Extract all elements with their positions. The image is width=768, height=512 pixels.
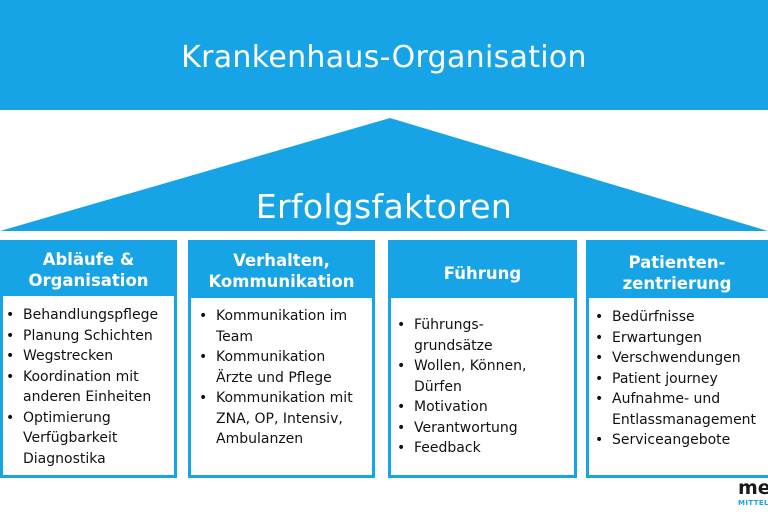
list-item: Feedback	[397, 438, 574, 459]
pillar-title: Verhalten, Kommunikation	[208, 251, 355, 291]
pillar-list: Behandlungspflege Planung Schichten Wegs…	[3, 296, 174, 469]
pillar-list: Kommunikation im Team Kommunikation Ärzt…	[191, 298, 372, 450]
list-item: Serviceangebote	[595, 430, 768, 451]
list-item: Erwartungen	[595, 328, 768, 349]
list-item: Behandlungspflege	[6, 305, 174, 326]
list-item: Wegstrecken	[6, 346, 174, 367]
list-item: Planung Schichten	[6, 326, 174, 347]
list-item: Optimierung Verfügbarkeit Diagnostika	[6, 408, 174, 470]
pillar-body: Kommunikation im Team Kommunikation Ärzt…	[191, 298, 372, 475]
list-item: Führungs- grundsätze	[397, 315, 574, 356]
list-item: Kommunikation Ärzte und Pflege	[199, 347, 372, 388]
list-item: Bedürfnisse	[595, 307, 768, 328]
list-item: Patient journey	[595, 369, 768, 390]
pillar-fuehrung: Führung Führungs- grundsätze Wollen, Kön…	[388, 240, 577, 478]
list-item: Wollen, Können, Dürfen	[397, 356, 574, 397]
list-item: Verantwortung	[397, 418, 574, 439]
pillar-ablaeufe-organisation: Abläufe & Organisation Behandlungspflege…	[0, 240, 177, 478]
roof-label: Erfolgsfaktoren	[255, 187, 513, 226]
roof-shape	[0, 118, 768, 231]
pillar-verhalten-kommunikation: Verhalten, Kommunikation Kommunikation i…	[188, 240, 375, 478]
list-item: Koordination mit anderen Einheiten	[6, 367, 174, 408]
list-item: Kommunikation im Team	[199, 306, 372, 347]
pillar-body: Führungs- grundsätze Wollen, Können, Dür…	[391, 298, 574, 475]
logo-wordmark: me	[738, 478, 768, 499]
pillar-patientenzentrierung: Patienten- zentrierung Bedürfnisse Erwar…	[586, 240, 768, 478]
list-item: Verschwendungen	[595, 348, 768, 369]
pillar-body: Behandlungspflege Planung Schichten Wegs…	[3, 296, 174, 475]
pillar-list: Führungs- grundsätze Wollen, Können, Dür…	[391, 298, 574, 459]
pillar-title: Abläufe & Organisation	[28, 250, 149, 290]
pillar-list: Bedürfnisse Erwartungen Verschwendungen …	[589, 298, 768, 451]
header-band	[0, 0, 768, 110]
list-item: Kommunikation mit ZNA, OP, Intensiv, Amb…	[199, 388, 372, 450]
pillar-body: Bedürfnisse Erwartungen Verschwendungen …	[589, 298, 768, 475]
company-logo: me MITTELP	[728, 478, 768, 512]
logo-subtext: MITTELP	[738, 499, 768, 507]
list-item: Aufnahme- und Entlassmanagement	[595, 389, 768, 430]
pillar-title: Patienten- zentrierung	[622, 253, 732, 293]
list-item: Motivation	[397, 397, 574, 418]
pillar-title: Führung	[443, 263, 522, 283]
diagram-title: Krankenhaus-Organisation	[181, 40, 587, 75]
